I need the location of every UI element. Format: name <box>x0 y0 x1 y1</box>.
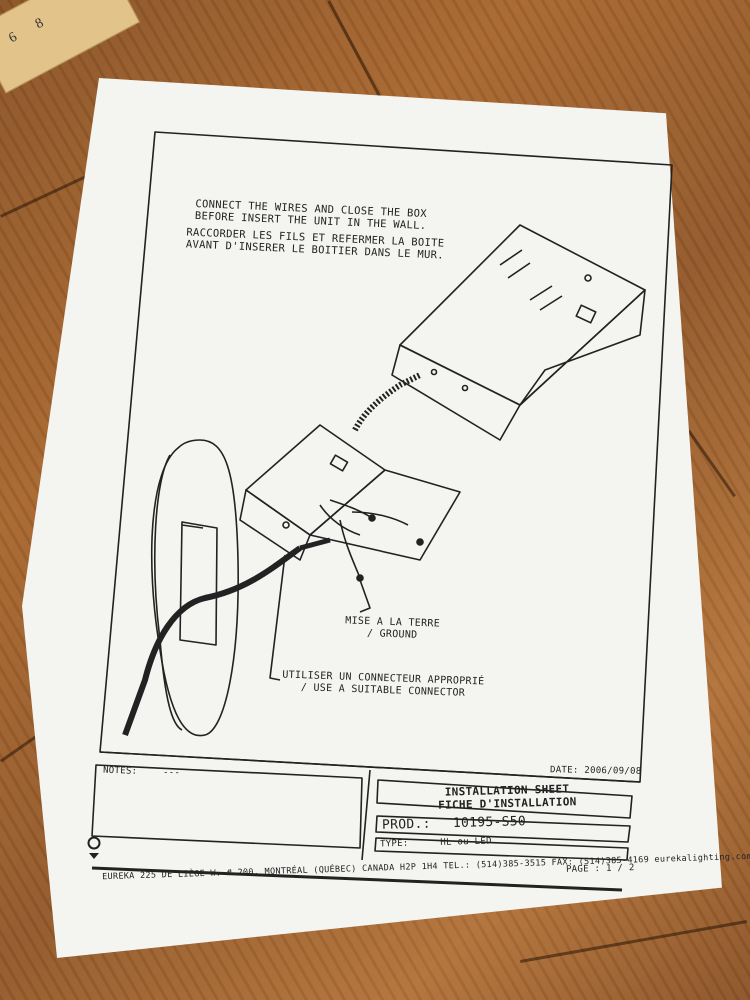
wire <box>339 519 361 579</box>
notes-label-text: NOTES: <box>102 765 138 777</box>
title-block-divider <box>361 769 371 861</box>
ground-callout: MISE A LA TERRE / GROUND <box>345 615 440 642</box>
type-label: TYPE: <box>379 838 409 850</box>
wire <box>351 511 409 526</box>
junction-box-front <box>239 489 311 561</box>
driver-box-front <box>391 344 521 441</box>
wire <box>329 499 373 519</box>
prod-box <box>375 815 631 843</box>
wall-opening-outline <box>150 439 239 737</box>
power-cable <box>122 545 302 737</box>
junction-box-side <box>309 469 461 561</box>
notes-value: --- <box>162 767 181 779</box>
connector-leader <box>269 554 286 681</box>
type-value: HL ou LED <box>440 836 492 848</box>
driver-box-side <box>519 289 646 406</box>
product-number: 10195-S50 <box>452 814 527 832</box>
ground-leader <box>359 579 371 613</box>
wall-opening-inner <box>153 454 183 731</box>
type-box <box>374 837 629 861</box>
footer-rule <box>91 866 623 892</box>
eureka-logo-icon <box>87 836 101 859</box>
product-label: PROD.: <box>381 816 431 833</box>
date-text: DATE: 2006/09/08 <box>549 765 642 777</box>
title-block-divider <box>99 751 641 783</box>
title-box <box>376 779 633 819</box>
wire <box>319 504 361 536</box>
flex-conduit <box>352 372 422 432</box>
junction-box <box>245 424 386 536</box>
wall-cavity <box>179 521 218 646</box>
sheet-title: INSTALLATION SHEET FICHE D'INSTALLATION <box>438 782 577 811</box>
notes-box <box>91 764 363 849</box>
